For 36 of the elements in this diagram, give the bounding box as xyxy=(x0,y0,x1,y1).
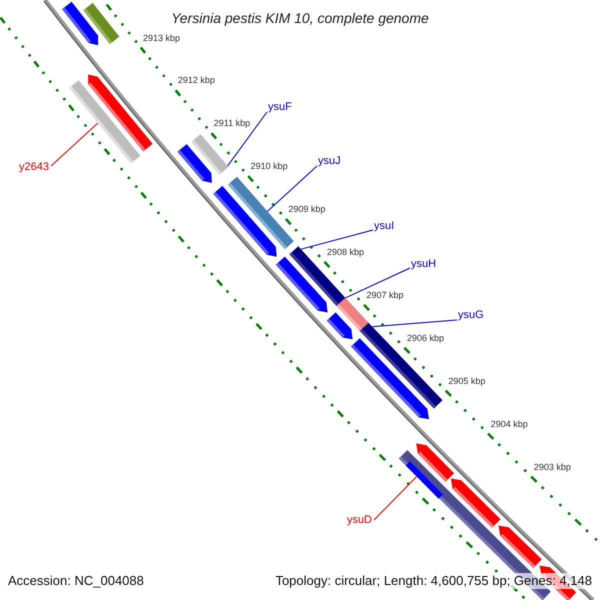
gene-label: y2643 xyxy=(19,161,49,173)
scale-label: 2906 kbp xyxy=(406,334,444,343)
pointed-gene-block xyxy=(62,2,98,46)
gene-label: ysuG xyxy=(458,309,484,321)
scale-label: 2910 kbp xyxy=(250,162,288,172)
scale-label: 2911 kbp xyxy=(214,119,250,128)
scale-label: 2904 kbp xyxy=(490,420,528,429)
scale-label: 2905 kbp xyxy=(448,376,486,386)
pointed-gene-block xyxy=(450,478,500,528)
gene-block xyxy=(191,134,228,175)
leader-line xyxy=(266,166,318,212)
gene-block xyxy=(69,80,140,164)
leader-line xyxy=(344,268,410,298)
scale-label: 2908 kbp xyxy=(326,248,364,258)
accession-text: Accession: NC_004088 xyxy=(6,573,146,589)
gene-label: ysuI xyxy=(374,220,394,232)
pointed-gene-block xyxy=(498,526,542,568)
gene-block xyxy=(360,322,442,408)
leader-line xyxy=(300,230,374,250)
gene-label: ysuD xyxy=(346,514,372,526)
leader-line xyxy=(374,476,418,520)
gene-label: ysuJ xyxy=(318,155,341,167)
scale-label: 2903 kbp xyxy=(534,462,571,472)
gene-label: ysuH xyxy=(411,258,436,270)
scale-label: 2907 kbp xyxy=(366,290,404,300)
scale-label: 2913 kbp xyxy=(142,34,180,43)
gene-label: ysuF xyxy=(268,101,292,113)
title: Yersinia pestis KIM 10, complete genome xyxy=(170,9,430,27)
genome-info-text: Topology: circular; Length: 4,600,755 bp; Genes: 4,148 xyxy=(273,573,594,589)
leader-line xyxy=(50,122,98,166)
leader-line xyxy=(372,320,458,328)
scale-label: 2909 kbp xyxy=(288,205,326,214)
gene-block xyxy=(336,298,368,331)
scale-label: 2912 kbp xyxy=(178,76,215,86)
leader-line xyxy=(227,112,268,166)
gene-block xyxy=(289,246,346,306)
